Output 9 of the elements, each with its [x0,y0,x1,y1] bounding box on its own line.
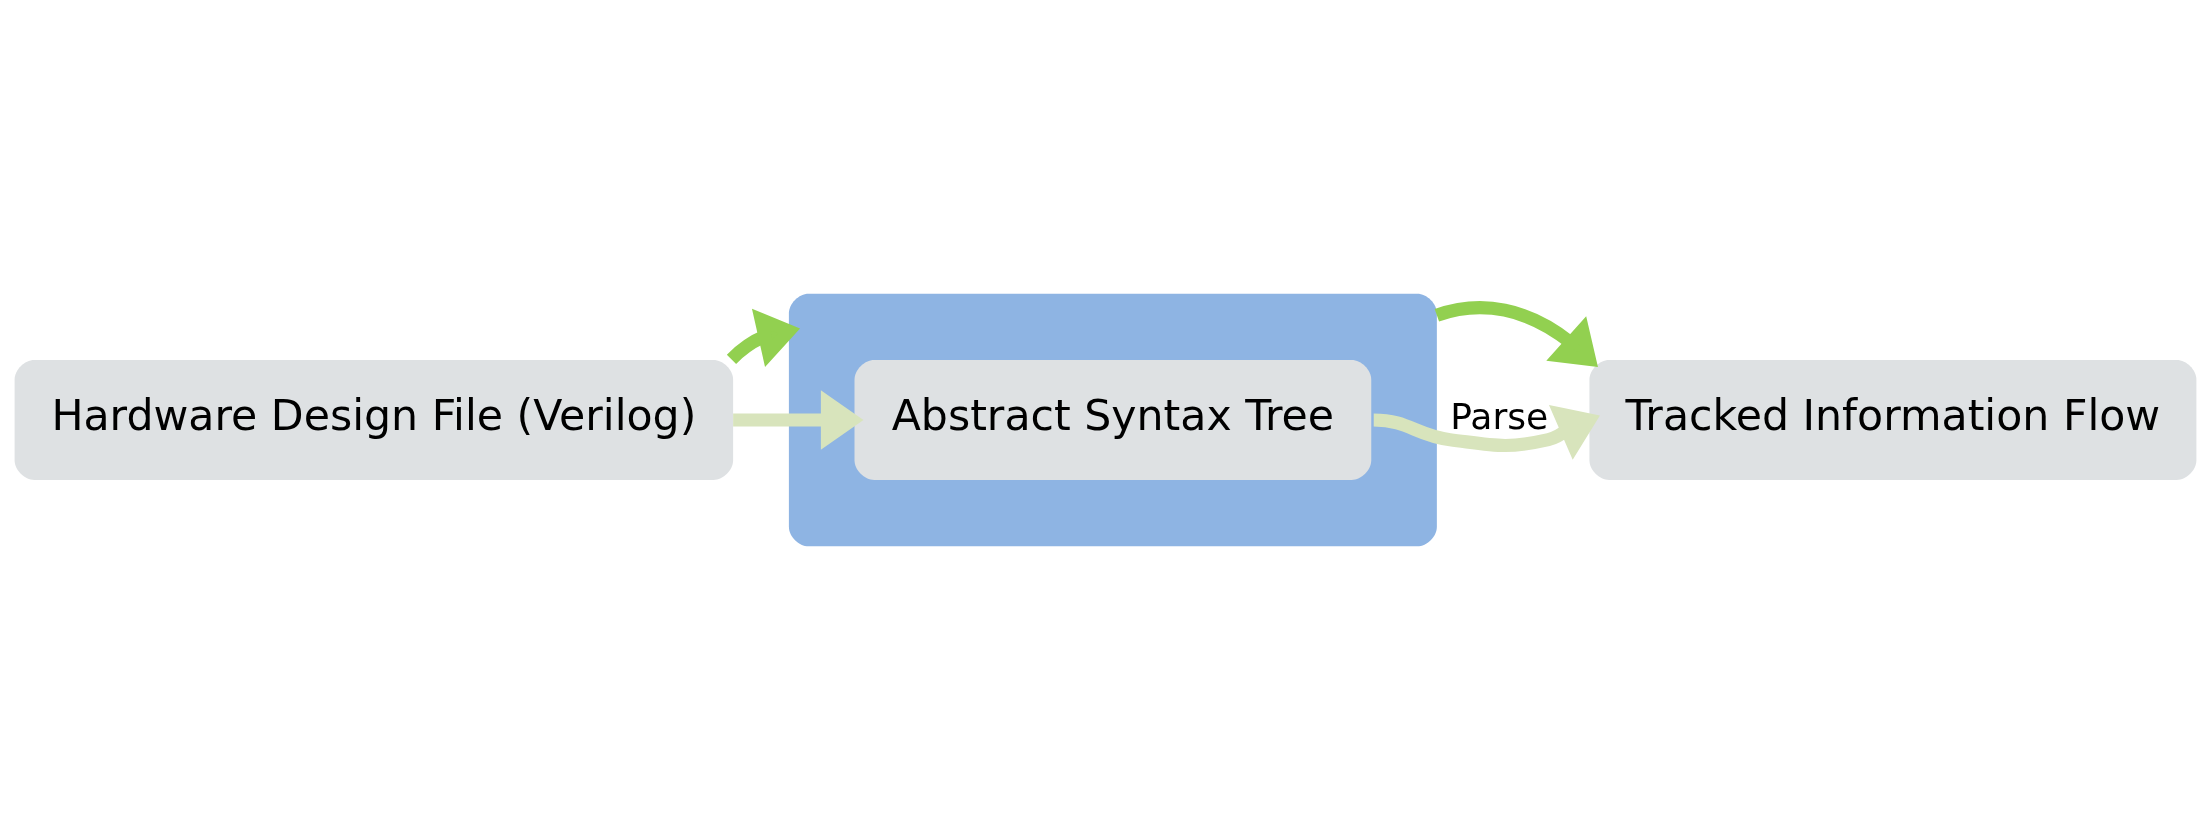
node-box: Abstract Syntax Tree [854,359,1372,480]
edge-label: Parse [1450,395,1549,438]
node-box: Tracked Information Flow [1589,359,2197,480]
arrow [1434,300,1598,367]
arrow [733,389,864,450]
arrow [1373,404,1600,460]
node-box: Hardware Design File (Verilog) [14,359,734,480]
cluster [788,293,1437,546]
arrow [726,308,801,367]
